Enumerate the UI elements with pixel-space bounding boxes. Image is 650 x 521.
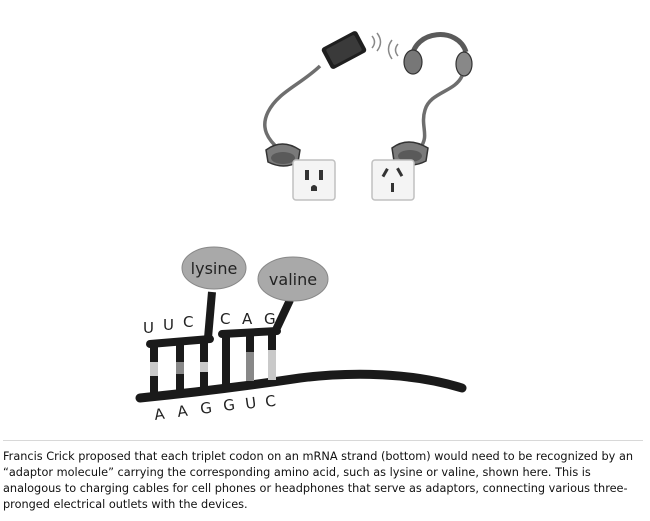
- electrical-outlet-icon: [371, 159, 415, 201]
- mrna-strand: [135, 369, 467, 403]
- analogy-figure: lysine U U C valine C A G: [135, 31, 473, 424]
- valine-adaptor: valine C A G: [218, 256, 329, 369]
- mrna-codon-prongs: [150, 366, 276, 394]
- valine-amino-acid: [257, 256, 329, 302]
- electrical-outlet-icon: [292, 159, 336, 201]
- phone-cable: [263, 64, 322, 152]
- lysine-amino-acid: [181, 246, 247, 290]
- codon-letter: U: [244, 394, 257, 413]
- anticodon-letter: U: [163, 316, 174, 334]
- phone-charger-illustration: [263, 31, 382, 201]
- valine-label: valine: [269, 270, 317, 289]
- lysine-adaptor: lysine U U C: [143, 246, 247, 376]
- trna-adaptor-diagram: lysine U U C valine C A G: [135, 246, 467, 424]
- codon-letter: G: [222, 396, 236, 415]
- headphones-charger-illustration: [371, 32, 473, 201]
- headphones-cable: [418, 75, 464, 150]
- anticodon-letter: U: [143, 319, 154, 337]
- codon-letter: C: [264, 392, 277, 411]
- codon-letter: G: [199, 399, 213, 418]
- codon-letter: A: [176, 402, 189, 421]
- codon-letter: A: [153, 405, 166, 424]
- anticodon-letter: C: [220, 310, 230, 328]
- figure-caption: Francis Crick proposed that each triplet…: [3, 450, 634, 511]
- phone-icon: [321, 31, 382, 69]
- caption-divider: [3, 440, 643, 441]
- anticodon-letter: A: [242, 310, 253, 328]
- anticodon-letter: G: [264, 310, 276, 328]
- anticodon-letter: C: [183, 313, 193, 331]
- lysine-label: lysine: [191, 259, 238, 278]
- headphones-icon: [387, 32, 473, 77]
- mrna-codon-letters: A A G G U C: [153, 392, 277, 424]
